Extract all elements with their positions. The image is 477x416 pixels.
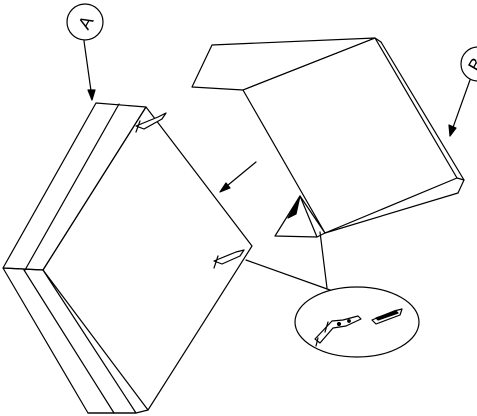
- cushion-left-face: [2, 267, 137, 414]
- part-a-cushion: [2, 102, 253, 414]
- detail-bubble: [294, 286, 420, 358]
- assembly-direction-arrow: [219, 161, 257, 193]
- cushion-side-seam: [23, 269, 115, 414]
- callout-a: A: [66, 3, 104, 101]
- cover-gusset: [274, 195, 318, 238]
- detail-leader-right: [319, 231, 328, 289]
- bracket-icon: [314, 315, 362, 347]
- clip-icon: [371, 308, 403, 325]
- fastener-clip-middle: [213, 249, 245, 269]
- callout-b-label: B: [464, 54, 477, 74]
- callout-a-label: A: [74, 12, 97, 32]
- detail-leader-left: [245, 259, 331, 291]
- detail-bubble-outline: [294, 286, 420, 358]
- cushion-bottom-edge: [87, 409, 149, 414]
- cover-fold-line: [380, 41, 465, 181]
- callout-b-circle: [460, 46, 477, 82]
- callout-a-leader: [83, 40, 93, 99]
- callout-a-circle: [66, 3, 104, 41]
- cover-gusset-shade: [287, 195, 301, 219]
- cover-bottom-edge: [324, 192, 459, 234]
- cushion-top-seam: [24, 103, 120, 271]
- callout-b: B: [448, 46, 477, 137]
- part-b-cover: [191, 37, 465, 238]
- cushion-top-face: [2, 102, 147, 271]
- callout-b-leader: [450, 79, 471, 134]
- cover-main-panel: [242, 37, 458, 234]
- cover-top-flap: [191, 37, 376, 91]
- fastener-clip-top: [135, 112, 167, 133]
